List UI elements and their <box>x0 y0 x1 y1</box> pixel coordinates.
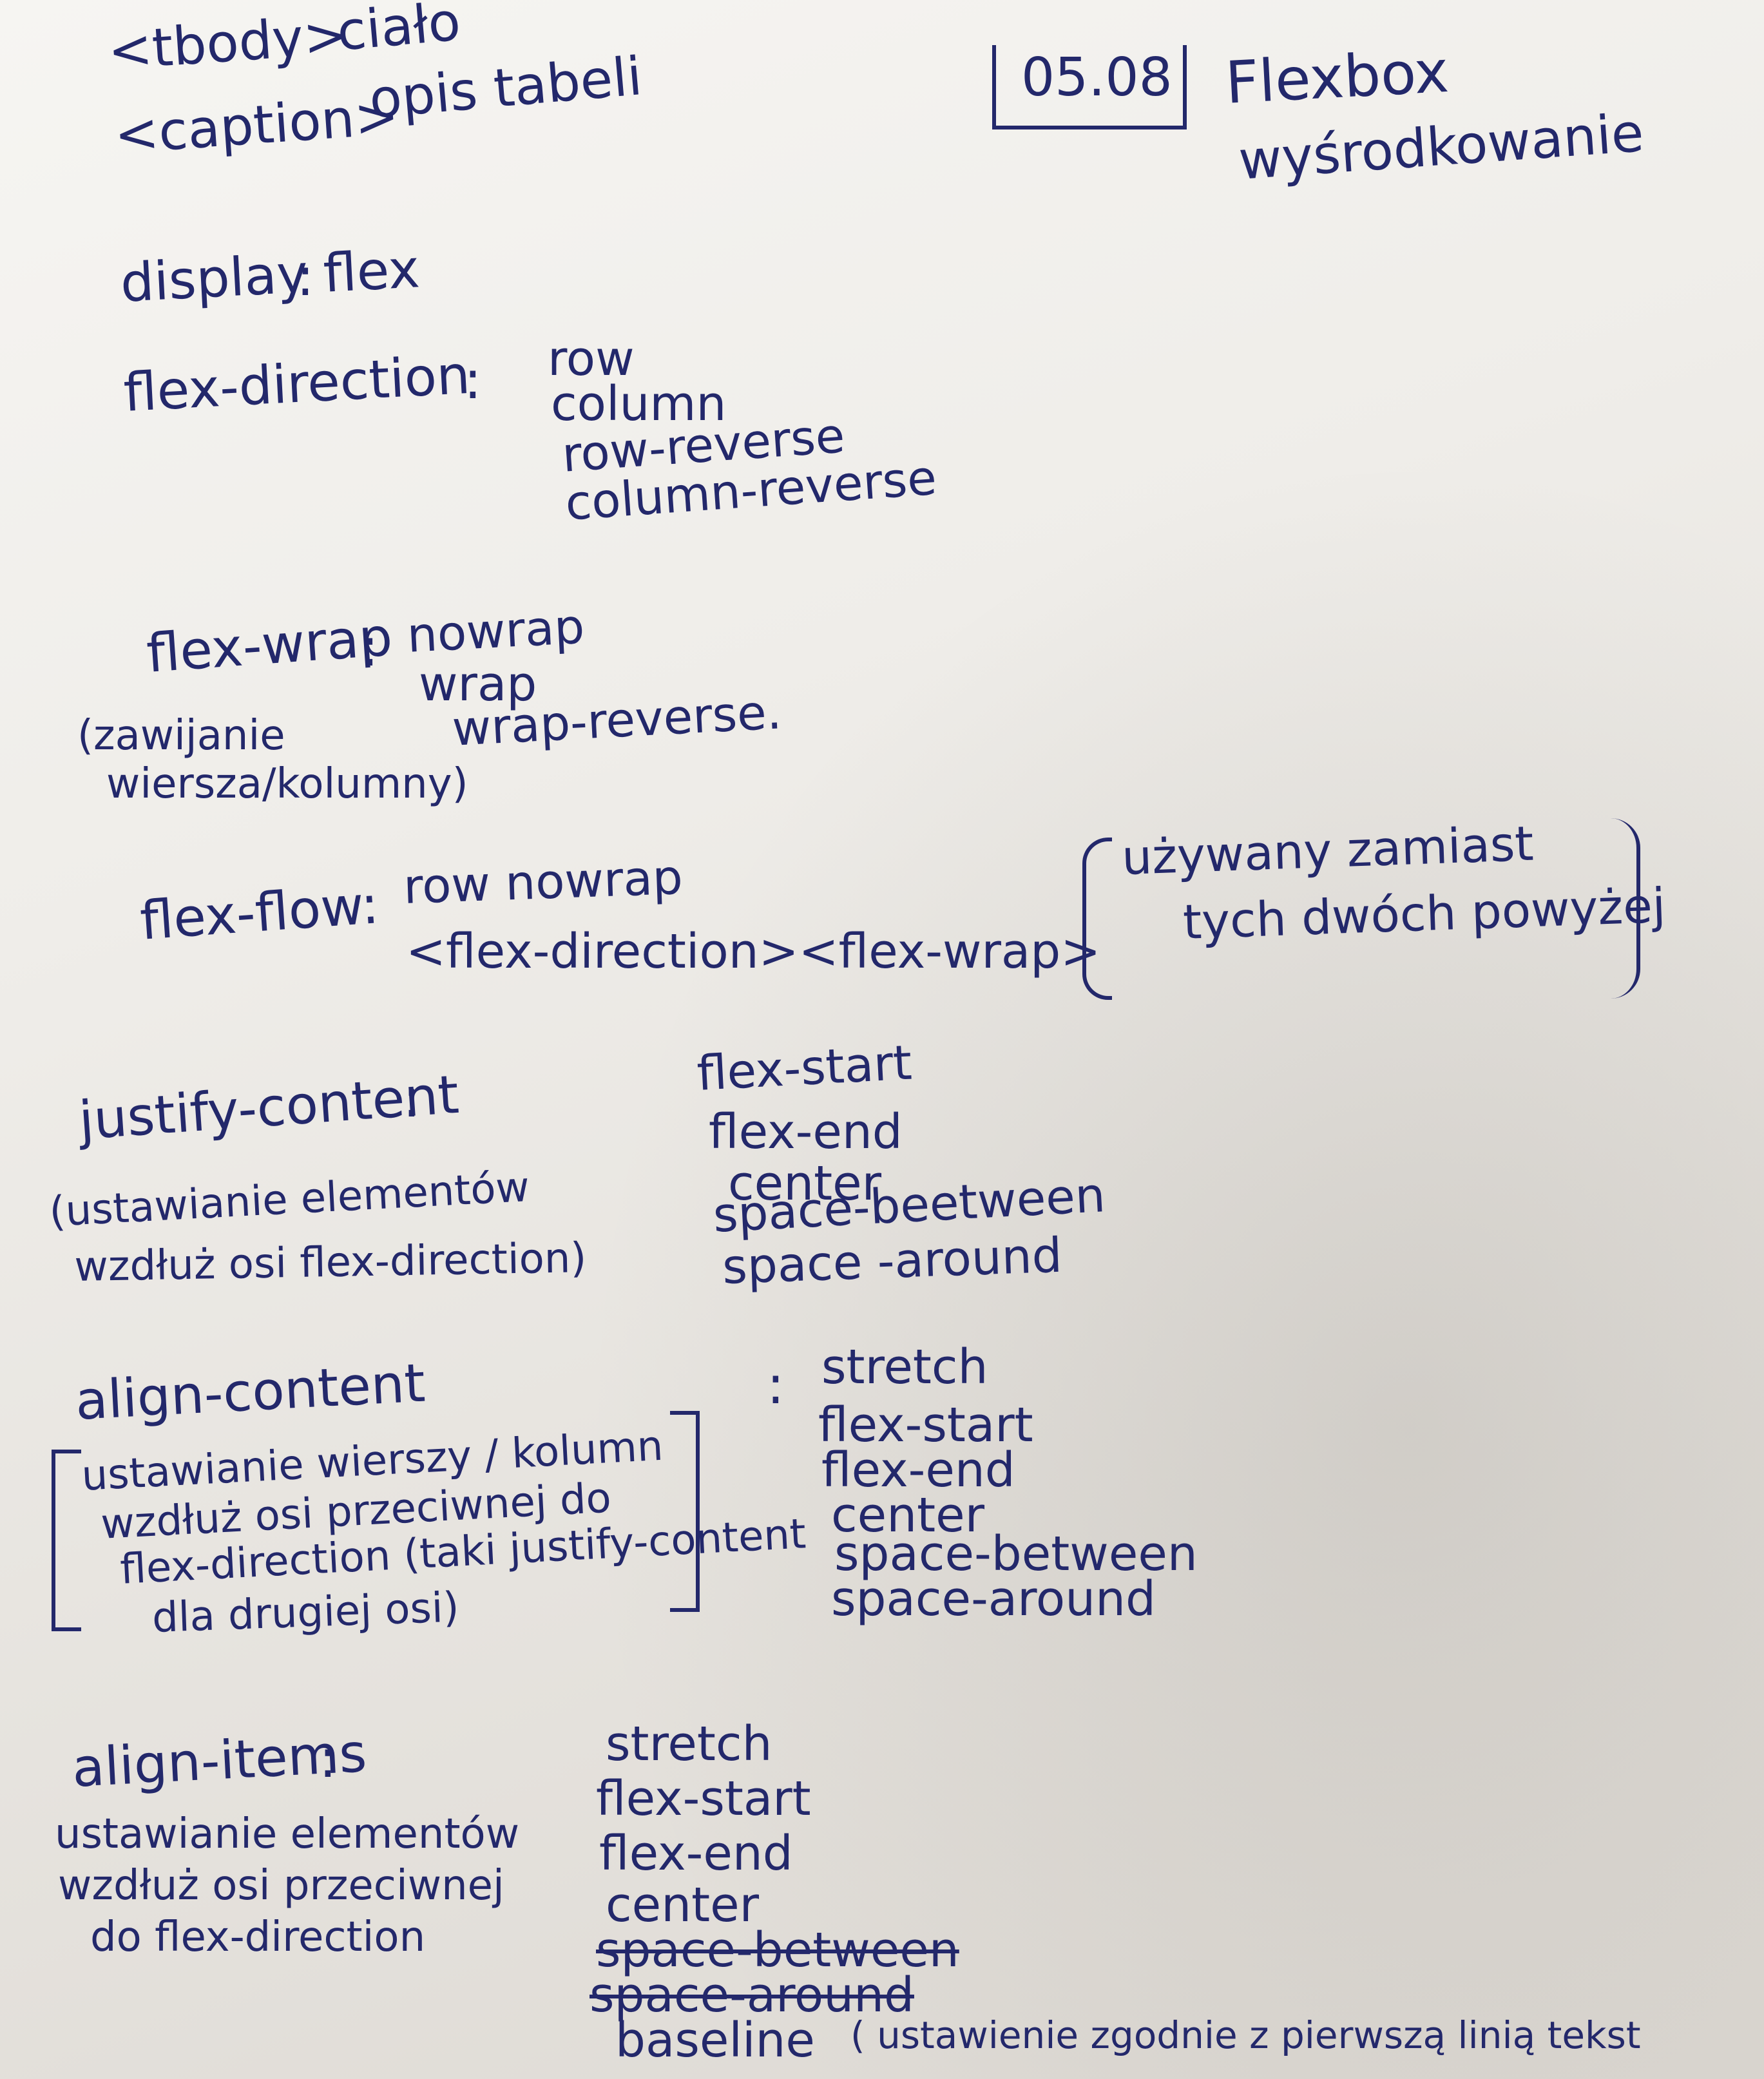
justify-content-value: space -around <box>721 1227 1063 1295</box>
align-items-value: flex-end <box>599 1826 793 1881</box>
flex-wrap-value: wrap <box>419 656 537 712</box>
flex-wrap-sep: : <box>361 617 379 678</box>
align-content-value: space-around <box>831 1571 1156 1627</box>
display-sep: : <box>296 247 314 308</box>
align-content-note-bracket-right <box>670 1411 700 1612</box>
display-value: flex <box>321 238 421 305</box>
tbody-tag: <tbody> <box>106 5 350 82</box>
flex-flow-prop: flex-flow: <box>138 874 381 952</box>
flex-direction-sep: : <box>464 350 482 411</box>
align-items-baseline-value: baseline <box>615 2013 815 2068</box>
flex-flow-note: używany zamiast <box>1120 816 1535 886</box>
align-items-note: do flex-direction <box>90 1913 426 1961</box>
align-items-value: center <box>606 1877 760 1933</box>
flex-direction-value: row <box>548 331 635 387</box>
align-content-value: space-between <box>834 1526 1198 1582</box>
align-items-value: stretch <box>606 1716 772 1772</box>
justify-content-value: flex-end <box>709 1104 903 1160</box>
justify-content-value: center <box>728 1156 882 1211</box>
align-items-crossed-value: space-around <box>590 1968 914 2023</box>
align-items-sep: : <box>319 1729 337 1790</box>
align-content-sep: : <box>767 1355 785 1416</box>
align-items-note: wzdłuż osi przeciwnej <box>58 1862 504 1910</box>
flex-flow-example: row nowrap <box>402 849 684 915</box>
justify-content-note: wzdłuż osi flex-direction) <box>73 1234 587 1291</box>
align-items-crossed-value: space-between <box>596 1922 959 1978</box>
tbody-desc: ciało <box>334 0 463 63</box>
align-content-value: stretch <box>821 1339 988 1395</box>
flex-wrap-note: (zawijanie <box>77 712 285 760</box>
topic-title: Flexbox <box>1223 37 1451 117</box>
align-items-note: ustawianie elementów <box>55 1810 520 1858</box>
align-items-value: flex-start <box>596 1771 811 1826</box>
flex-flow-note-bracket-left <box>1082 838 1112 1000</box>
justify-content-value: flex-start <box>695 1035 914 1102</box>
align-content-value: center <box>831 1488 985 1543</box>
flex-direction-value: column <box>551 376 727 432</box>
align-content-note-bracket-left <box>52 1450 81 1631</box>
flex-wrap-note: wiersza/kolumny) <box>106 760 468 808</box>
date-box-bracket <box>992 45 1187 129</box>
flex-flow-syntax: <flex-direction><flex-wrap> <box>406 924 1101 979</box>
align-content-value: flex-start <box>818 1397 1033 1453</box>
align-content-note: dla drugiej osi) <box>151 1584 460 1642</box>
display-prop: display <box>119 243 310 314</box>
align-content-value: flex-end <box>821 1442 1015 1498</box>
justify-content-sep: : <box>403 1068 421 1129</box>
flex-flow-note-bracket-right <box>1611 818 1640 999</box>
date-label: 05.08 <box>1021 47 1173 108</box>
align-items-baseline-note: ( ustawienie zgodnie z pierwszą linią te… <box>850 2013 1641 2057</box>
flex-wrap-value: nowrap <box>405 599 586 664</box>
